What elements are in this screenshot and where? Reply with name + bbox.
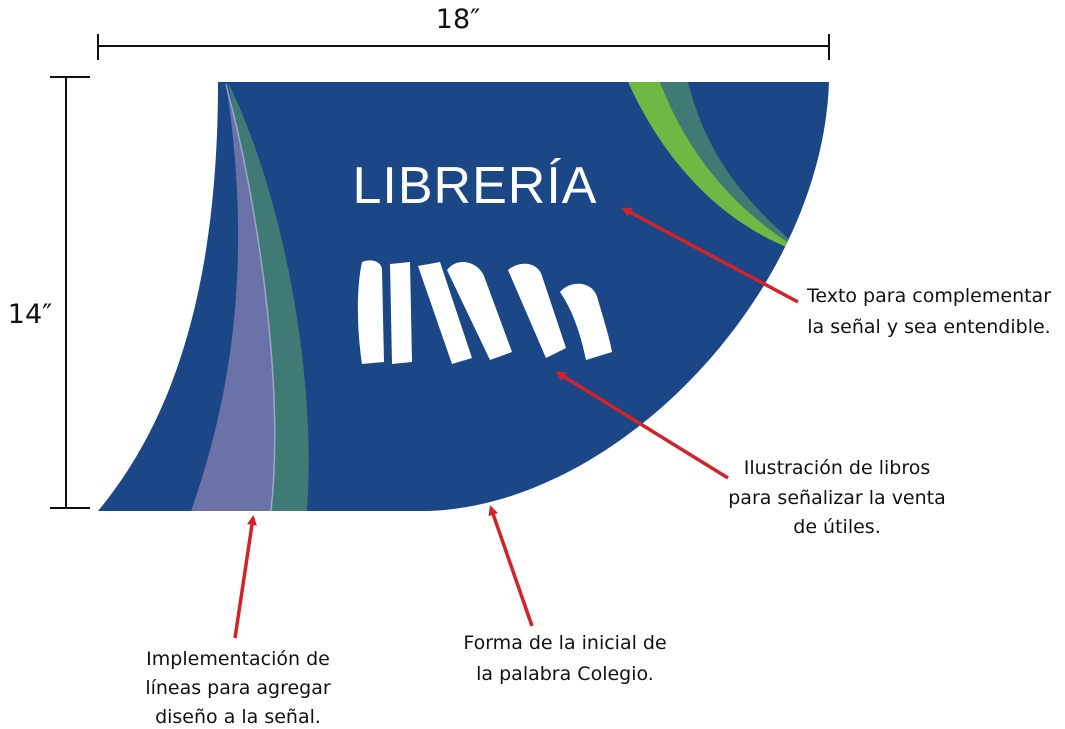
arrow-shape [488,505,534,627]
note-books-line-3: de útiles. [793,516,880,538]
note-lines-line-2: líneas para agregar [145,677,331,699]
annotation-arrows [233,207,799,639]
arrow-books [555,371,729,480]
note-lines-line-1: Implementación de [146,648,330,670]
sign-title: LIBRERÍA [353,157,598,215]
note-lines: Implementación de líneas para agregar di… [145,648,331,728]
arrow-lines [233,515,257,639]
note-shape: Forma de la inicial de la palabra Colegi… [463,632,666,685]
note-text: Texto para complementar la señal y sea e… [806,285,1051,338]
note-shape-line-1: Forma de la inicial de [463,632,666,654]
teal-top-stripe [660,82,808,255]
note-text-line-1: Texto para complementar [806,285,1051,307]
height-dimension: 14″ [8,76,90,509]
note-text-line-2: la señal y sea entendible. [807,316,1050,338]
width-dimension: 18″ [97,4,830,60]
arrow-text [621,207,799,304]
green-stripe [628,82,808,255]
note-books-line-1: Ilustración de libros [744,457,930,479]
height-label: 14″ [8,299,52,330]
note-books-line-2: para señalizar la venta [728,487,946,509]
lavender-stripe [188,84,275,511]
books-icon [357,260,612,364]
width-label: 18″ [436,4,480,35]
note-books: Ilustración de libros para señalizar la … [728,457,946,538]
note-lines-line-3: diseño a la señal. [155,706,321,728]
note-shape-line-2: la palabra Colegio. [476,663,654,685]
